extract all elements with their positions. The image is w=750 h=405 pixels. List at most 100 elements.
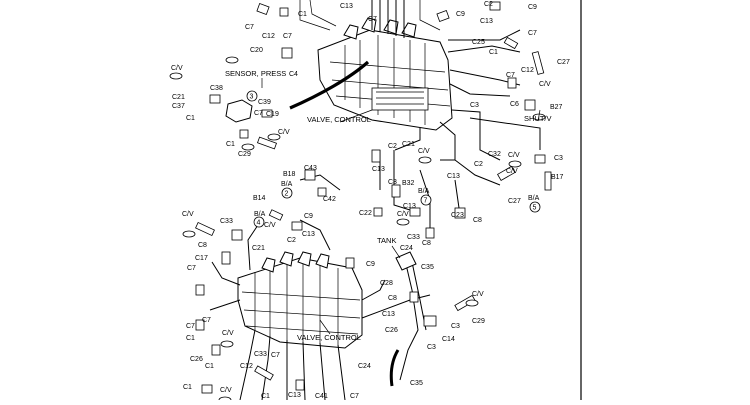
marker-3: 3 — [250, 94, 254, 101]
part-label: C13 — [302, 231, 315, 238]
part-label: C38 — [210, 85, 223, 92]
part-label: C27 — [508, 198, 521, 205]
part-label: C22 — [359, 210, 372, 217]
part-label: C25 — [472, 39, 485, 46]
part-label: C3 — [427, 344, 436, 351]
part-label: C/V — [397, 211, 409, 218]
part-label: C32 — [488, 151, 501, 158]
part-label: C1 — [298, 11, 307, 18]
part-label: C17 — [195, 255, 208, 262]
pipes-top-right — [447, 29, 521, 97]
part-label: C13 — [340, 3, 353, 10]
part-label: C14 — [442, 336, 455, 343]
label-valve-control-top: VALVE, CONTROL — [307, 115, 371, 124]
part-label: C7 — [187, 265, 196, 272]
part-label: C29 — [238, 151, 251, 158]
part-label: C1 — [226, 141, 235, 148]
part-label: C12 — [262, 33, 275, 40]
part-label: C/V — [508, 152, 520, 159]
part-label: C19 — [266, 111, 279, 118]
part-label: C7 — [506, 72, 515, 79]
pipes-bottom-left — [209, 221, 261, 311]
part-label: C23 — [451, 212, 464, 219]
part-label: C13 — [403, 203, 416, 210]
marker-5: 5 — [533, 205, 537, 212]
part-label: B14 — [253, 195, 266, 202]
marker-7: 7 — [424, 198, 428, 205]
part-label: C33 — [407, 234, 420, 241]
part-label: C39 — [258, 99, 271, 106]
part-label: C24 — [358, 363, 371, 370]
part-label: C35 — [421, 264, 434, 271]
part-label: C8 — [473, 217, 482, 224]
part-label: C3 — [388, 179, 397, 186]
part-label: C21 — [172, 94, 185, 101]
part-label: C8 — [198, 242, 207, 249]
part-label: C3 — [451, 323, 460, 330]
part-label: C28 — [380, 280, 393, 287]
part-label: C7 — [186, 323, 195, 330]
part-label: C43 — [304, 165, 317, 172]
part-label: C/V — [278, 129, 290, 136]
part-label: C7 — [368, 16, 377, 23]
part-label: C20 — [250, 47, 263, 54]
label-valve-control-bottom: VALVE, CONTROL — [297, 333, 361, 342]
part-label: C1 — [261, 393, 270, 400]
part-label: C2 — [388, 143, 397, 150]
part-label: C2 — [474, 161, 483, 168]
pipe-right-long — [469, 117, 541, 150]
part-label: C13 — [382, 311, 395, 318]
part-label: C12 — [521, 67, 534, 74]
pipes-bottom-drop — [239, 329, 346, 401]
marker-4: 4 — [257, 220, 261, 227]
part-label: C9 — [304, 213, 313, 220]
part-label: B/A — [281, 181, 293, 188]
part-label: C4 — [289, 71, 298, 78]
control-valve-bottom — [237, 251, 363, 349]
part-label: C1 — [186, 115, 195, 122]
part-label: C9 — [366, 261, 375, 268]
leader-lines — [261, 78, 541, 335]
fittings — [195, 1, 552, 394]
tank-fitting — [395, 251, 417, 271]
part-label: C/V — [171, 65, 183, 72]
part-label: C29 — [472, 318, 485, 325]
part-label: C35 — [410, 380, 423, 387]
label-shut-v: SHUT/V — [524, 114, 552, 123]
part-label: B17 — [551, 174, 564, 181]
tank-lines — [399, 259, 427, 381]
part-label: C27 — [557, 59, 570, 66]
part-label: C7 — [350, 393, 359, 400]
part-label: C7 — [271, 352, 280, 359]
part-label: C12 — [240, 363, 253, 370]
part-label: C/V — [182, 211, 194, 218]
circle-markers: 3 4 2 7 5 — [246, 90, 541, 228]
part-label: C7 — [283, 33, 292, 40]
part-label: C42 — [323, 196, 336, 203]
part-label: C3 — [554, 155, 563, 162]
part-label: B/A — [528, 195, 540, 202]
part-label: C/V — [418, 148, 430, 155]
part-label: C7 — [254, 110, 263, 117]
part-label: B27 — [550, 104, 563, 111]
pipes-top-down — [394, 109, 501, 161]
part-label: C6 — [510, 101, 519, 108]
tank-hose — [389, 349, 400, 387]
part-label: C1 — [186, 335, 195, 342]
part-label: B/A — [418, 188, 430, 195]
part-label: C24 — [400, 245, 413, 252]
part-label: C13 — [447, 173, 460, 180]
part-label: C1 — [489, 49, 498, 56]
part-label: B32 — [402, 180, 415, 187]
pipes-top-left — [299, 0, 441, 31]
part-label: C26 — [190, 356, 203, 363]
label-sensor-press: SENSOR, PRESS — [225, 69, 286, 78]
part-label: C13 — [480, 18, 493, 25]
part-label: C33 — [220, 218, 233, 225]
pipes-top-riser — [371, 0, 405, 38]
label-tank: TANK — [377, 236, 396, 245]
part-label: C33 — [254, 351, 267, 358]
part-label: C13 — [288, 392, 301, 399]
part-label: C9 — [528, 4, 537, 11]
